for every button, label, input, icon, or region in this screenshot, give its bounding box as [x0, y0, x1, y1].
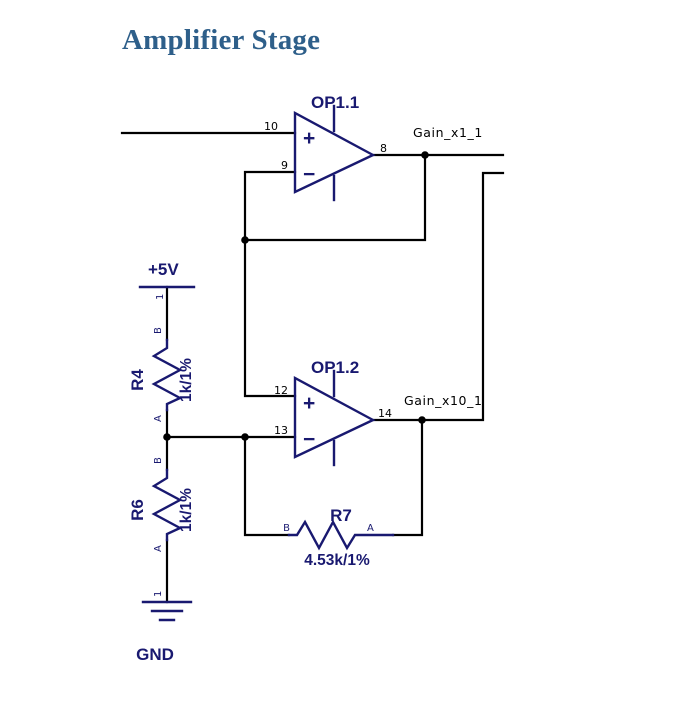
opamp-op11-pin-10-label: 10: [264, 120, 278, 133]
opamp-op11-plus-sign: +: [303, 127, 315, 150]
resistor-r6-terminal-a: A: [153, 545, 164, 552]
opamp-op12-body: [293, 375, 376, 459]
net-label-gain-x1: Gain_x1_1: [413, 125, 483, 140]
resistor-r7-refdes: R7: [330, 506, 352, 525]
opamp-op12-pin-14-label: 14: [378, 407, 392, 420]
supply-gnd[interactable]: 1 GND: [136, 591, 193, 664]
opamp-op11[interactable]: + − OP1.1 10 9 8: [264, 93, 387, 202]
page-title: Amplifier Stage: [122, 24, 321, 56]
opamp-op11-body: [293, 110, 376, 194]
opamp-op12-pin-12-label: 12: [274, 384, 288, 397]
junction-dot-divider-mid: [163, 433, 171, 441]
resistor-r4-refdes: R4: [128, 369, 147, 391]
opamp-op12-plus-sign: +: [303, 392, 315, 415]
resistor-r7-value: 4.53k/1%: [304, 552, 370, 569]
resistor-r6-value: 1k/1%: [178, 488, 195, 532]
junction-dot-op12-output: [418, 416, 426, 424]
opamp-op12-refdes: OP1.2: [311, 358, 359, 377]
resistor-r7[interactable]: R7 4.53k/1% B A: [283, 506, 395, 569]
net-label-gain-x10: Gain_x10_1: [404, 393, 483, 408]
opamp-op12[interactable]: + − OP1.2 12 13 14: [274, 358, 392, 467]
resistor-r4[interactable]: R4 1k/1% B A: [128, 327, 195, 422]
resistor-r6-refdes: R6: [128, 499, 147, 521]
resistor-r4-terminal-a: A: [153, 415, 164, 422]
opamp-op12-minus-sign: −: [303, 428, 315, 451]
junction-dot-op11-output: [421, 151, 429, 159]
supply-p5v-pin-label: 1: [155, 294, 166, 300]
wire-op12-output-right: [371, 171, 505, 422]
wire-divider-to-op12-plus: [243, 238, 297, 398]
wire-r7-to-op12-minus: [243, 435, 291, 537]
resistor-r4-value: 1k/1%: [178, 358, 195, 402]
wire-group: [120, 131, 505, 604]
opamp-op11-pin-8-label: 8: [380, 142, 387, 155]
opamp-op11-refdes: OP1.1: [311, 93, 359, 112]
resistor-r7-terminal-b: B: [283, 523, 290, 534]
resistor-r4-zigzag: [151, 338, 183, 412]
resistor-r6[interactable]: R6 1k/1% B A: [128, 457, 195, 552]
gnd-label: GND: [136, 645, 174, 664]
opamp-op11-minus-sign: −: [303, 163, 315, 186]
gnd-pin-label: 1: [153, 591, 164, 597]
opamp-op12-pin-13-label: 13: [274, 424, 288, 437]
supply-p5v-label: +5V: [148, 260, 179, 279]
wire-op12-output-to-r7: [391, 418, 424, 537]
supply-p5v[interactable]: +5V 1: [138, 260, 196, 300]
opamp-op11-pin-9-label: 9: [281, 159, 288, 172]
resistor-r6-terminal-b: B: [153, 457, 164, 464]
resistor-r7-terminal-a: A: [367, 523, 374, 534]
resistor-r7-zigzag: [287, 519, 395, 551]
junction-dot-feedback-branch: [241, 236, 249, 244]
resistor-r6-zigzag: [151, 468, 183, 542]
resistor-r4-terminal-b: B: [153, 327, 164, 334]
junction-dot-op12-minus: [241, 433, 249, 441]
